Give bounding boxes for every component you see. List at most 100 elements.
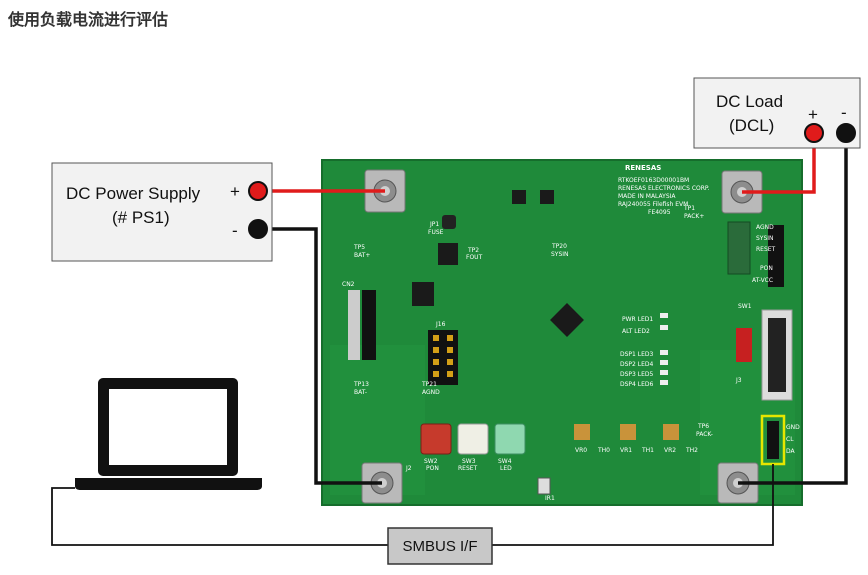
label-sysin: SYSIN bbox=[551, 251, 569, 258]
label-bat-plus: BAT+ bbox=[354, 252, 370, 259]
page-title: 使用负载电流进行评估 bbox=[8, 10, 169, 29]
ps-minus-terminal bbox=[248, 219, 268, 239]
led-column bbox=[660, 313, 668, 385]
label-agnd: AGND bbox=[422, 389, 440, 396]
wire-ps-minus bbox=[258, 227, 382, 485]
dcl-plus-sign: + bbox=[808, 105, 818, 124]
label-tp1: TP1 bbox=[683, 205, 695, 212]
board-info: RTKOEF0163D00001BM RENESAS ELECTRONICS C… bbox=[618, 177, 710, 216]
label-smbus-gnd: GND bbox=[786, 424, 800, 431]
header-right bbox=[761, 225, 793, 401]
label-pack-plus: PACK+ bbox=[684, 213, 704, 220]
label-fout: FOUT bbox=[466, 254, 483, 261]
wire-dcl-minus bbox=[738, 133, 848, 485]
label-vr2: VR2 bbox=[664, 447, 676, 454]
label-vr1: VR1 bbox=[620, 447, 632, 454]
relay bbox=[727, 221, 751, 275]
label-dsp4: DSP4 LED6 bbox=[620, 381, 654, 388]
potentiometer-vr2 bbox=[663, 424, 679, 440]
label-ch-sysin: SYSIN bbox=[756, 235, 774, 242]
brand-label: RENESAS bbox=[625, 164, 661, 172]
button-pon bbox=[420, 423, 452, 455]
label-pon: PON bbox=[426, 465, 439, 472]
ps-id: (# PS1) bbox=[112, 208, 170, 227]
label-th0: TH0 bbox=[597, 447, 610, 454]
dc-power-supply: DC Power Supply (# PS1) + - bbox=[51, 162, 273, 262]
label-dsp3: DSP3 LED5 bbox=[620, 371, 654, 378]
label-tp21: TP21 bbox=[421, 381, 437, 388]
header-cn2 bbox=[348, 290, 376, 360]
ic-chip bbox=[550, 303, 584, 337]
button-reset bbox=[457, 423, 489, 455]
label-pack-minus: PACK- bbox=[696, 431, 713, 438]
wires bbox=[51, 133, 848, 546]
label-fuse: FUSE bbox=[428, 229, 444, 236]
switch-sw1 bbox=[736, 328, 752, 362]
dcl-name: DC Load bbox=[716, 92, 783, 111]
dcl-minus-terminal bbox=[836, 123, 856, 143]
label-sw3: SW3 bbox=[462, 458, 476, 465]
laptop-icon bbox=[75, 378, 262, 490]
wire-dcl-plus bbox=[742, 133, 816, 194]
label-tp20: TP20 bbox=[551, 243, 567, 250]
wire-smbus-board bbox=[492, 464, 774, 546]
ps-minus-sign: - bbox=[232, 221, 238, 240]
label-bat-minus: BAT- bbox=[354, 389, 367, 396]
label-j16: J16 bbox=[435, 321, 446, 328]
label-vr0: VR0 bbox=[575, 447, 587, 454]
dcl-id: (DCL) bbox=[729, 116, 774, 135]
info-line: RENESAS ELECTRONICS CORP. bbox=[618, 185, 710, 192]
label-cn2: CN2 bbox=[342, 281, 355, 288]
label-pwr-led1: PWR LED1 bbox=[622, 316, 653, 323]
label-ir1: IR1 bbox=[545, 495, 555, 502]
info-line: RTKOEF0163D00001BM bbox=[618, 177, 689, 184]
label-smbus-da: DA bbox=[786, 448, 796, 455]
dcl-minus-sign: - bbox=[841, 103, 847, 122]
label-j2: J2 bbox=[405, 465, 412, 472]
label-ch-reset: RESET bbox=[756, 246, 776, 253]
label-tp13: TP13 bbox=[353, 381, 369, 388]
label-th1: TH1 bbox=[641, 447, 654, 454]
potentiometer-vr0 bbox=[574, 424, 590, 440]
label-jp1: JP1 bbox=[429, 221, 439, 228]
header-j16 bbox=[428, 330, 458, 385]
label-j3: J3 bbox=[735, 377, 742, 384]
label-alt-led2: ALT LED2 bbox=[622, 328, 650, 335]
label-ch-at-vcc: AT-VCC bbox=[752, 277, 773, 284]
info-line: MADE IN MALAYSIA bbox=[618, 193, 676, 200]
label-dsp2: DSP2 LED4 bbox=[620, 361, 654, 368]
ps-plus-sign: + bbox=[230, 182, 240, 201]
ir-sensor bbox=[537, 477, 551, 495]
label-ch-agnd: AGND bbox=[756, 224, 774, 231]
label-reset: RESET bbox=[458, 465, 478, 472]
ic-chip bbox=[412, 282, 434, 306]
fuse-icon bbox=[442, 215, 456, 229]
ic-chip bbox=[540, 190, 554, 204]
smbus-interface: SMBUS I/F bbox=[387, 527, 493, 565]
potentiometer-vr1 bbox=[620, 424, 636, 440]
info-line: FE4095 bbox=[648, 209, 671, 216]
label-smbus-cl: CL bbox=[786, 436, 794, 443]
ps-name: DC Power Supply bbox=[66, 184, 201, 203]
dc-load: DC Load (DCL) + - bbox=[693, 77, 861, 149]
evaluation-board: RENESAS RTKOEF0163D00001BM RENESAS ELECT… bbox=[321, 159, 803, 506]
label-dsp1: DSP1 LED3 bbox=[620, 351, 654, 358]
ic-chip bbox=[438, 243, 458, 265]
label-tp2: TP2 bbox=[467, 247, 479, 254]
info-line: RAJ240055 Filefish EVM bbox=[618, 201, 688, 208]
label-sw4: SW4 bbox=[498, 458, 512, 465]
label-sw1: SW1 bbox=[738, 303, 752, 310]
label-tp6: TP6 bbox=[697, 423, 709, 430]
dcl-plus-terminal bbox=[804, 123, 824, 143]
label-tp5: TP5 bbox=[353, 244, 365, 251]
ps-plus-terminal bbox=[248, 181, 268, 201]
smbus-label: SMBUS I/F bbox=[402, 538, 477, 555]
label-sw2: SW2 bbox=[424, 458, 438, 465]
ic-chip bbox=[512, 190, 526, 204]
label-ch-pon: PON bbox=[760, 265, 773, 272]
wire-smbus-laptop bbox=[51, 487, 388, 546]
label-th2: TH2 bbox=[685, 447, 698, 454]
label-led: LED bbox=[500, 465, 512, 472]
button-led bbox=[494, 423, 526, 455]
